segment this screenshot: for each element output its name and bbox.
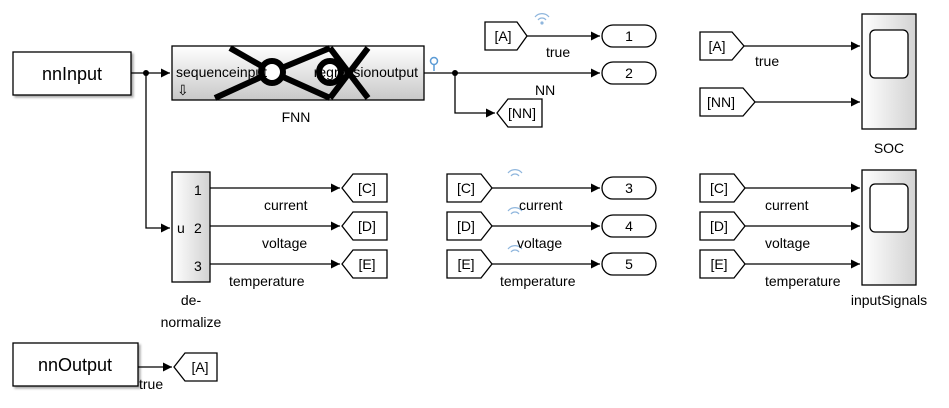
denorm-out-port-1: 1	[194, 182, 202, 198]
signal-label-true-out: true	[139, 376, 163, 392]
from-a-label: [A]	[494, 28, 511, 44]
goto-e[interactable]: [E]	[341, 249, 388, 279]
goto-c[interactable]: [C]	[341, 173, 388, 203]
wifi-icon	[507, 207, 523, 215]
nninput-label: nnInput	[42, 64, 102, 84]
denorm-out-port-2: 2	[194, 220, 202, 236]
network-icon	[213, 45, 371, 101]
from-nn-scope-label: [NN]	[707, 94, 735, 110]
wire-fnn-goto-nn	[454, 73, 495, 118]
goto-a-label: [A]	[191, 359, 208, 375]
from-e-mid-label: [E]	[457, 256, 474, 272]
fnn-block[interactable]: sequenceinput regressionoutput ⇩ FNN	[171, 45, 425, 125]
nnoutput-block[interactable]: nnOutput	[12, 342, 139, 387]
outport-4-label: 4	[625, 218, 633, 234]
from-nn-scope[interactable]: [NN]	[699, 87, 756, 117]
goto-d[interactable]: [D]	[341, 211, 388, 241]
nnoutput-label: nnOutput	[38, 355, 112, 375]
signal-label-voltage-mid: voltage	[517, 235, 562, 251]
signal-label-nn: NN	[535, 82, 555, 98]
outport-1[interactable]: 1	[601, 24, 657, 48]
goto-d-label: [D]	[358, 218, 376, 234]
signal-label-current: current	[264, 197, 308, 213]
down-arrow-icon: ⇩	[177, 82, 189, 98]
from-d-right[interactable]: [D]	[699, 211, 746, 241]
goto-c-label: [C]	[358, 180, 376, 196]
outport-2-label: 2	[625, 65, 633, 81]
goto-a[interactable]: [A]	[173, 352, 218, 382]
from-a-top[interactable]: [A]	[484, 21, 528, 51]
signal-label-temperature: temperature	[229, 273, 305, 289]
outport-2[interactable]: 2	[601, 61, 657, 85]
scope-soc[interactable]: SOC	[861, 13, 917, 156]
outport-3[interactable]: 3	[601, 176, 657, 200]
probe-icon	[429, 56, 439, 71]
wifi-icon	[507, 169, 523, 177]
goto-nn-label: [NN]	[508, 105, 536, 121]
outport-5-label: 5	[625, 256, 633, 272]
from-c-right[interactable]: [C]	[699, 173, 746, 203]
from-c-mid-label: [C]	[457, 180, 475, 196]
signal-label-true-soc: true	[755, 53, 779, 69]
goto-nn[interactable]: [NN]	[496, 98, 543, 128]
denorm-name-2: normalize	[161, 314, 222, 330]
wires-input	[131, 68, 170, 233]
scope-screen-icon	[869, 29, 909, 79]
scope-inputsignals-name: inputSignals	[851, 292, 927, 308]
outport-4[interactable]: 4	[601, 214, 657, 238]
goto-e-label: [E]	[358, 256, 375, 272]
from-d-mid-label: [D]	[457, 218, 475, 234]
from-d-mid[interactable]: [D]	[446, 211, 493, 241]
from-a-scope[interactable]: [A]	[699, 31, 745, 61]
scope-soc-name: SOC	[874, 140, 904, 156]
wire-nninput-denorm	[145, 73, 170, 233]
from-e-right[interactable]: [E]	[699, 249, 746, 279]
scope-inputsignals[interactable]: inputSignals	[851, 169, 927, 308]
from-e-mid[interactable]: [E]	[446, 249, 493, 279]
scope-screen-icon	[869, 183, 909, 233]
denorm-in-port: u	[177, 220, 185, 236]
signal-label-voltage: voltage	[262, 235, 307, 251]
nninput-block[interactable]: nnInput	[12, 51, 132, 96]
signal-label-temperature-right: temperature	[765, 273, 841, 289]
fnn-name: FNN	[282, 109, 311, 125]
outport-5[interactable]: 5	[601, 252, 657, 276]
wires-fnn: NN	[424, 68, 600, 118]
signal-label-temperature-mid: temperature	[500, 273, 576, 289]
outport-3-label: 3	[625, 180, 633, 196]
denorm-out-port-3: 3	[194, 258, 202, 274]
fnn-out-port-label: regressionoutput	[314, 64, 418, 80]
signal-label-current-mid: current	[519, 197, 563, 213]
fnn-in-port-label: sequenceinput	[176, 64, 267, 80]
denorm-name-1: de-	[181, 292, 202, 308]
wifi-icon	[507, 245, 523, 253]
signal-label-current-right: current	[765, 197, 809, 213]
from-e-right-label: [E]	[710, 256, 727, 272]
signal-label-voltage-right: voltage	[765, 235, 810, 251]
from-c-mid[interactable]: [C]	[446, 173, 493, 203]
denormalize-block[interactable]: u 1 2 3 de- normalize	[161, 171, 222, 330]
from-a-scope-label: [A]	[708, 38, 725, 54]
outport-1-label: 1	[625, 28, 633, 44]
wifi-icon	[534, 13, 550, 25]
from-c-right-label: [C]	[710, 180, 728, 196]
signal-label-true: true	[546, 44, 570, 60]
from-d-right-label: [D]	[710, 218, 728, 234]
